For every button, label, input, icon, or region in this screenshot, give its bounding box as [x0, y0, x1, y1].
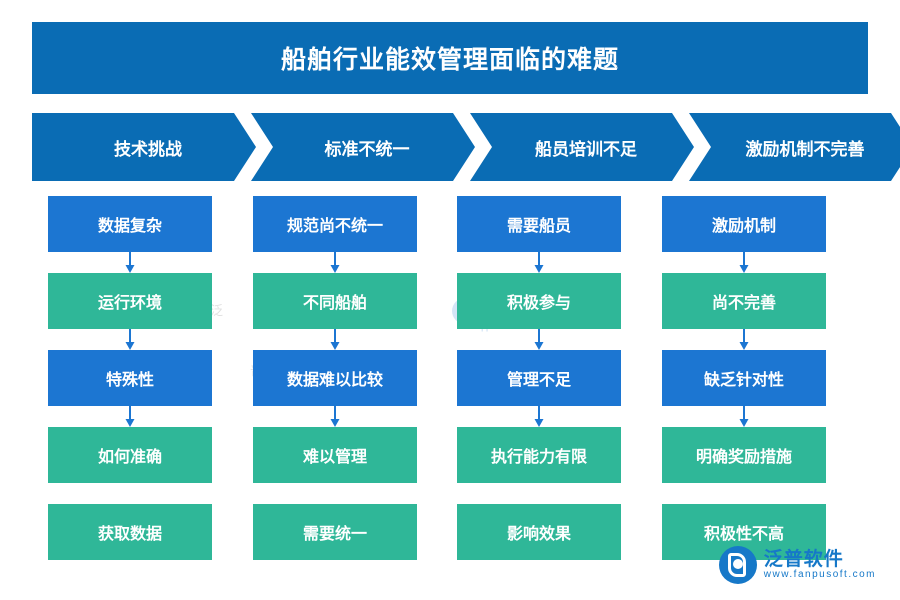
spacer-4 — [662, 483, 826, 504]
cell-label: 尚不完善 — [711, 295, 776, 312]
cell-label: 数据难以比较 — [286, 372, 383, 389]
cell-4-5[interactable]: 积极性不高 — [662, 504, 826, 560]
spacer-2 — [253, 483, 417, 504]
cell-1-2[interactable]: 运行环境 — [48, 273, 212, 329]
cell-label: 执行能力有限 — [490, 449, 587, 466]
cell-4-3[interactable]: 缺乏针对性 — [662, 350, 826, 406]
cell-1-4[interactable]: 如何准确 — [48, 427, 212, 483]
cell-label: 如何准确 — [97, 449, 162, 466]
arrow-1-3 — [48, 406, 212, 427]
chevron-label: 激励机制不完善 — [745, 139, 865, 159]
column-incentive-imperfect: 激励机制 尚不完善 缺乏针对性 明确奖励措施 积极性不高 — [662, 196, 826, 560]
arrow-3-3 — [457, 406, 621, 427]
chevron-label: 船员培训不足 — [535, 139, 637, 159]
cell-label: 明确奖励措施 — [695, 449, 792, 466]
arrow-4-1 — [662, 252, 826, 273]
arrow-2-3 — [253, 406, 417, 427]
column-standard-not-unified: 规范尚不统一 不同船舶 数据难以比较 难以管理 需要统一 — [253, 196, 417, 560]
chevron-standard-not-unified[interactable]: 标准不统一 — [251, 113, 475, 181]
cell-label: 难以管理 — [302, 449, 367, 466]
cell-label: 需要统一 — [302, 526, 367, 543]
cell-1-3[interactable]: 特殊性 — [48, 350, 212, 406]
cell-4-2[interactable]: 尚不完善 — [662, 273, 826, 329]
cell-2-5[interactable]: 需要统一 — [253, 504, 417, 560]
cell-label: 积极性不高 — [703, 526, 784, 543]
cell-label: 管理不足 — [506, 372, 571, 389]
cell-3-3[interactable]: 管理不足 — [457, 350, 621, 406]
cell-3-5[interactable]: 影响效果 — [457, 504, 621, 560]
logo-en-label: www.fanpusoft.com — [763, 568, 876, 580]
cell-2-1[interactable]: 规范尚不统一 — [253, 196, 417, 252]
arrow-3-1 — [457, 252, 621, 273]
title-banner: 船舶行业能效管理面临的难题 — [32, 22, 868, 94]
cell-label: 缺乏针对性 — [703, 372, 784, 389]
chevron-label: 标准不统一 — [324, 139, 410, 159]
cell-label: 规范尚不统一 — [286, 218, 383, 235]
chevron-technical-challenge[interactable]: 技术挑战 — [32, 113, 256, 181]
cell-label: 激励机制 — [711, 218, 776, 235]
cell-label: 获取数据 — [97, 526, 162, 543]
logo-mark-icon — [718, 546, 757, 584]
arrow-1-2 — [48, 329, 212, 350]
spacer-1 — [48, 483, 212, 504]
brand-logo: 泛普软件 www.fanpusoft.com — [718, 546, 876, 584]
cell-2-2[interactable]: 不同船舶 — [253, 273, 417, 329]
chevron-label: 技术挑战 — [114, 139, 182, 159]
logo-text: 泛普软件 www.fanpusoft.com — [763, 548, 876, 580]
cell-label: 运行环境 — [97, 295, 162, 312]
cell-3-4[interactable]: 执行能力有限 — [457, 427, 621, 483]
cell-3-2[interactable]: 积极参与 — [457, 273, 621, 329]
column-technical-challenge: 数据复杂 运行环境 特殊性 如何准确 获取数据 — [48, 196, 212, 560]
logo-cn-label: 泛普软件 — [763, 548, 844, 570]
cell-label: 积极参与 — [506, 295, 571, 312]
cell-4-4[interactable]: 明确奖励措施 — [662, 427, 826, 483]
chevron-header-row: 技术挑战 标准不统一 船员培训不足 激励机制不完善 — [32, 113, 868, 181]
cell-3-1[interactable]: 需要船员 — [457, 196, 621, 252]
arrow-4-2 — [662, 329, 826, 350]
cell-label: 需要船员 — [506, 218, 571, 235]
cell-label: 特殊性 — [105, 372, 154, 389]
cell-4-1[interactable]: 激励机制 — [662, 196, 826, 252]
cell-label: 不同船舶 — [302, 295, 367, 312]
arrow-4-3 — [662, 406, 826, 427]
cell-1-5[interactable]: 获取数据 — [48, 504, 212, 560]
cell-label: 数据复杂 — [97, 218, 162, 235]
chevron-crew-training-insufficient[interactable]: 船员培训不足 — [470, 113, 694, 181]
cell-1-1[interactable]: 数据复杂 — [48, 196, 212, 252]
cell-label: 影响效果 — [506, 526, 571, 543]
arrow-3-2 — [457, 329, 621, 350]
arrow-2-1 — [253, 252, 417, 273]
spacer-3 — [457, 483, 621, 504]
chevron-incentive-imperfect[interactable]: 激励机制不完善 — [689, 113, 900, 181]
arrow-2-2 — [253, 329, 417, 350]
cell-2-3[interactable]: 数据难以比较 — [253, 350, 417, 406]
arrow-1-1 — [48, 252, 212, 273]
page-title: 船舶行业能效管理面临的难题 — [280, 46, 619, 74]
column-crew-training-insufficient: 需要船员 积极参与 管理不足 执行能力有限 影响效果 — [457, 196, 621, 560]
cell-2-4[interactable]: 难以管理 — [253, 427, 417, 483]
